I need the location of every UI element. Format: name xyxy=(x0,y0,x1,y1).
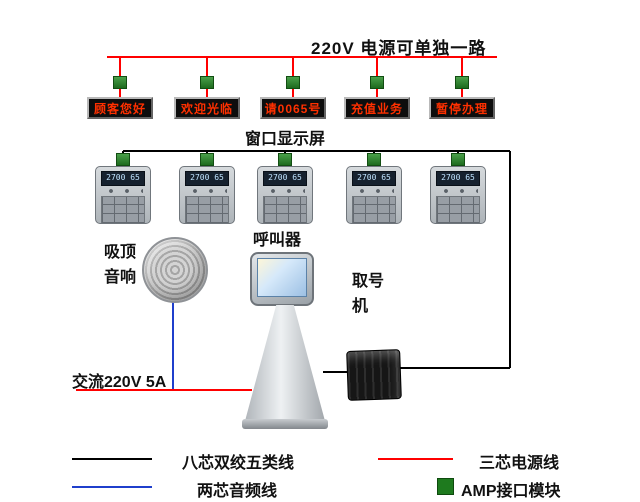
amp-module-icon xyxy=(367,153,381,166)
caller-screen: 2700 65 xyxy=(263,171,307,186)
ceiling-speaker-icon xyxy=(142,237,208,303)
caller-screen: 2700 65 xyxy=(185,171,229,186)
amp-interface-box xyxy=(346,349,402,401)
legend-line-audio xyxy=(72,486,152,488)
amp-module-icon xyxy=(278,153,292,166)
caller-keypad xyxy=(436,196,480,224)
caller-buttons xyxy=(438,188,478,194)
kiosk-base xyxy=(242,419,328,429)
legend-line-data xyxy=(72,458,152,460)
legend-label-power: 三芯电源线 xyxy=(479,455,560,472)
legend-label-data: 八芯双绞五类线 xyxy=(182,455,295,472)
amp-module-icon xyxy=(370,76,384,89)
speaker-label: 吸顶音响 xyxy=(104,244,137,286)
window-display: 顾客您好 xyxy=(87,97,153,119)
caller-buttons xyxy=(354,188,394,194)
caller-terminal: 2700 65 xyxy=(179,166,235,224)
amp-module-icon xyxy=(116,153,130,166)
legend-label-amp-module: AMP接口模块 xyxy=(461,483,561,500)
kiosk-head xyxy=(250,252,314,306)
caller-terminal: 2700 65 xyxy=(257,166,313,224)
caller-keypad xyxy=(263,196,307,224)
ac-power-label: 交流220V 5A xyxy=(72,374,167,391)
caller-terminal: 2700 65 xyxy=(95,166,151,224)
legend-amp-module-icon xyxy=(437,478,454,495)
power-bus-label: 220V 电源可单独一路 xyxy=(311,39,487,58)
caller-screen: 2700 65 xyxy=(352,171,396,186)
legend-line-power xyxy=(378,458,453,460)
caller-keypad xyxy=(352,196,396,224)
amp-module-icon xyxy=(200,76,214,89)
window-display: 暂停办理 xyxy=(429,97,495,119)
caller-screen: 2700 65 xyxy=(436,171,480,186)
amp-module-icon xyxy=(455,76,469,89)
window-display: 充值业务 xyxy=(344,97,410,119)
caller-terminal: 2700 65 xyxy=(430,166,486,224)
amp-module-icon xyxy=(286,76,300,89)
amp-module-icon xyxy=(113,76,127,89)
window-display: 请0065号 xyxy=(260,97,326,119)
caller-keypad xyxy=(185,196,229,224)
amp-module-icon xyxy=(200,153,214,166)
window-display-label: 窗口显示屏 xyxy=(245,131,326,148)
caller-buttons xyxy=(103,188,143,194)
caller-terminal: 2700 65 xyxy=(346,166,402,224)
caller-keypad xyxy=(101,196,145,224)
caller-buttons xyxy=(265,188,305,194)
caller-screen: 2700 65 xyxy=(101,171,145,186)
window-display: 欢迎光临 xyxy=(174,97,240,119)
kiosk-screen xyxy=(257,258,307,297)
amp-module-icon xyxy=(451,153,465,166)
caller-label: 呼叫器 xyxy=(253,232,302,249)
caller-buttons xyxy=(187,188,227,194)
legend-label-audio: 两芯音频线 xyxy=(197,483,278,500)
kiosk-label: 取号机 xyxy=(352,273,385,315)
